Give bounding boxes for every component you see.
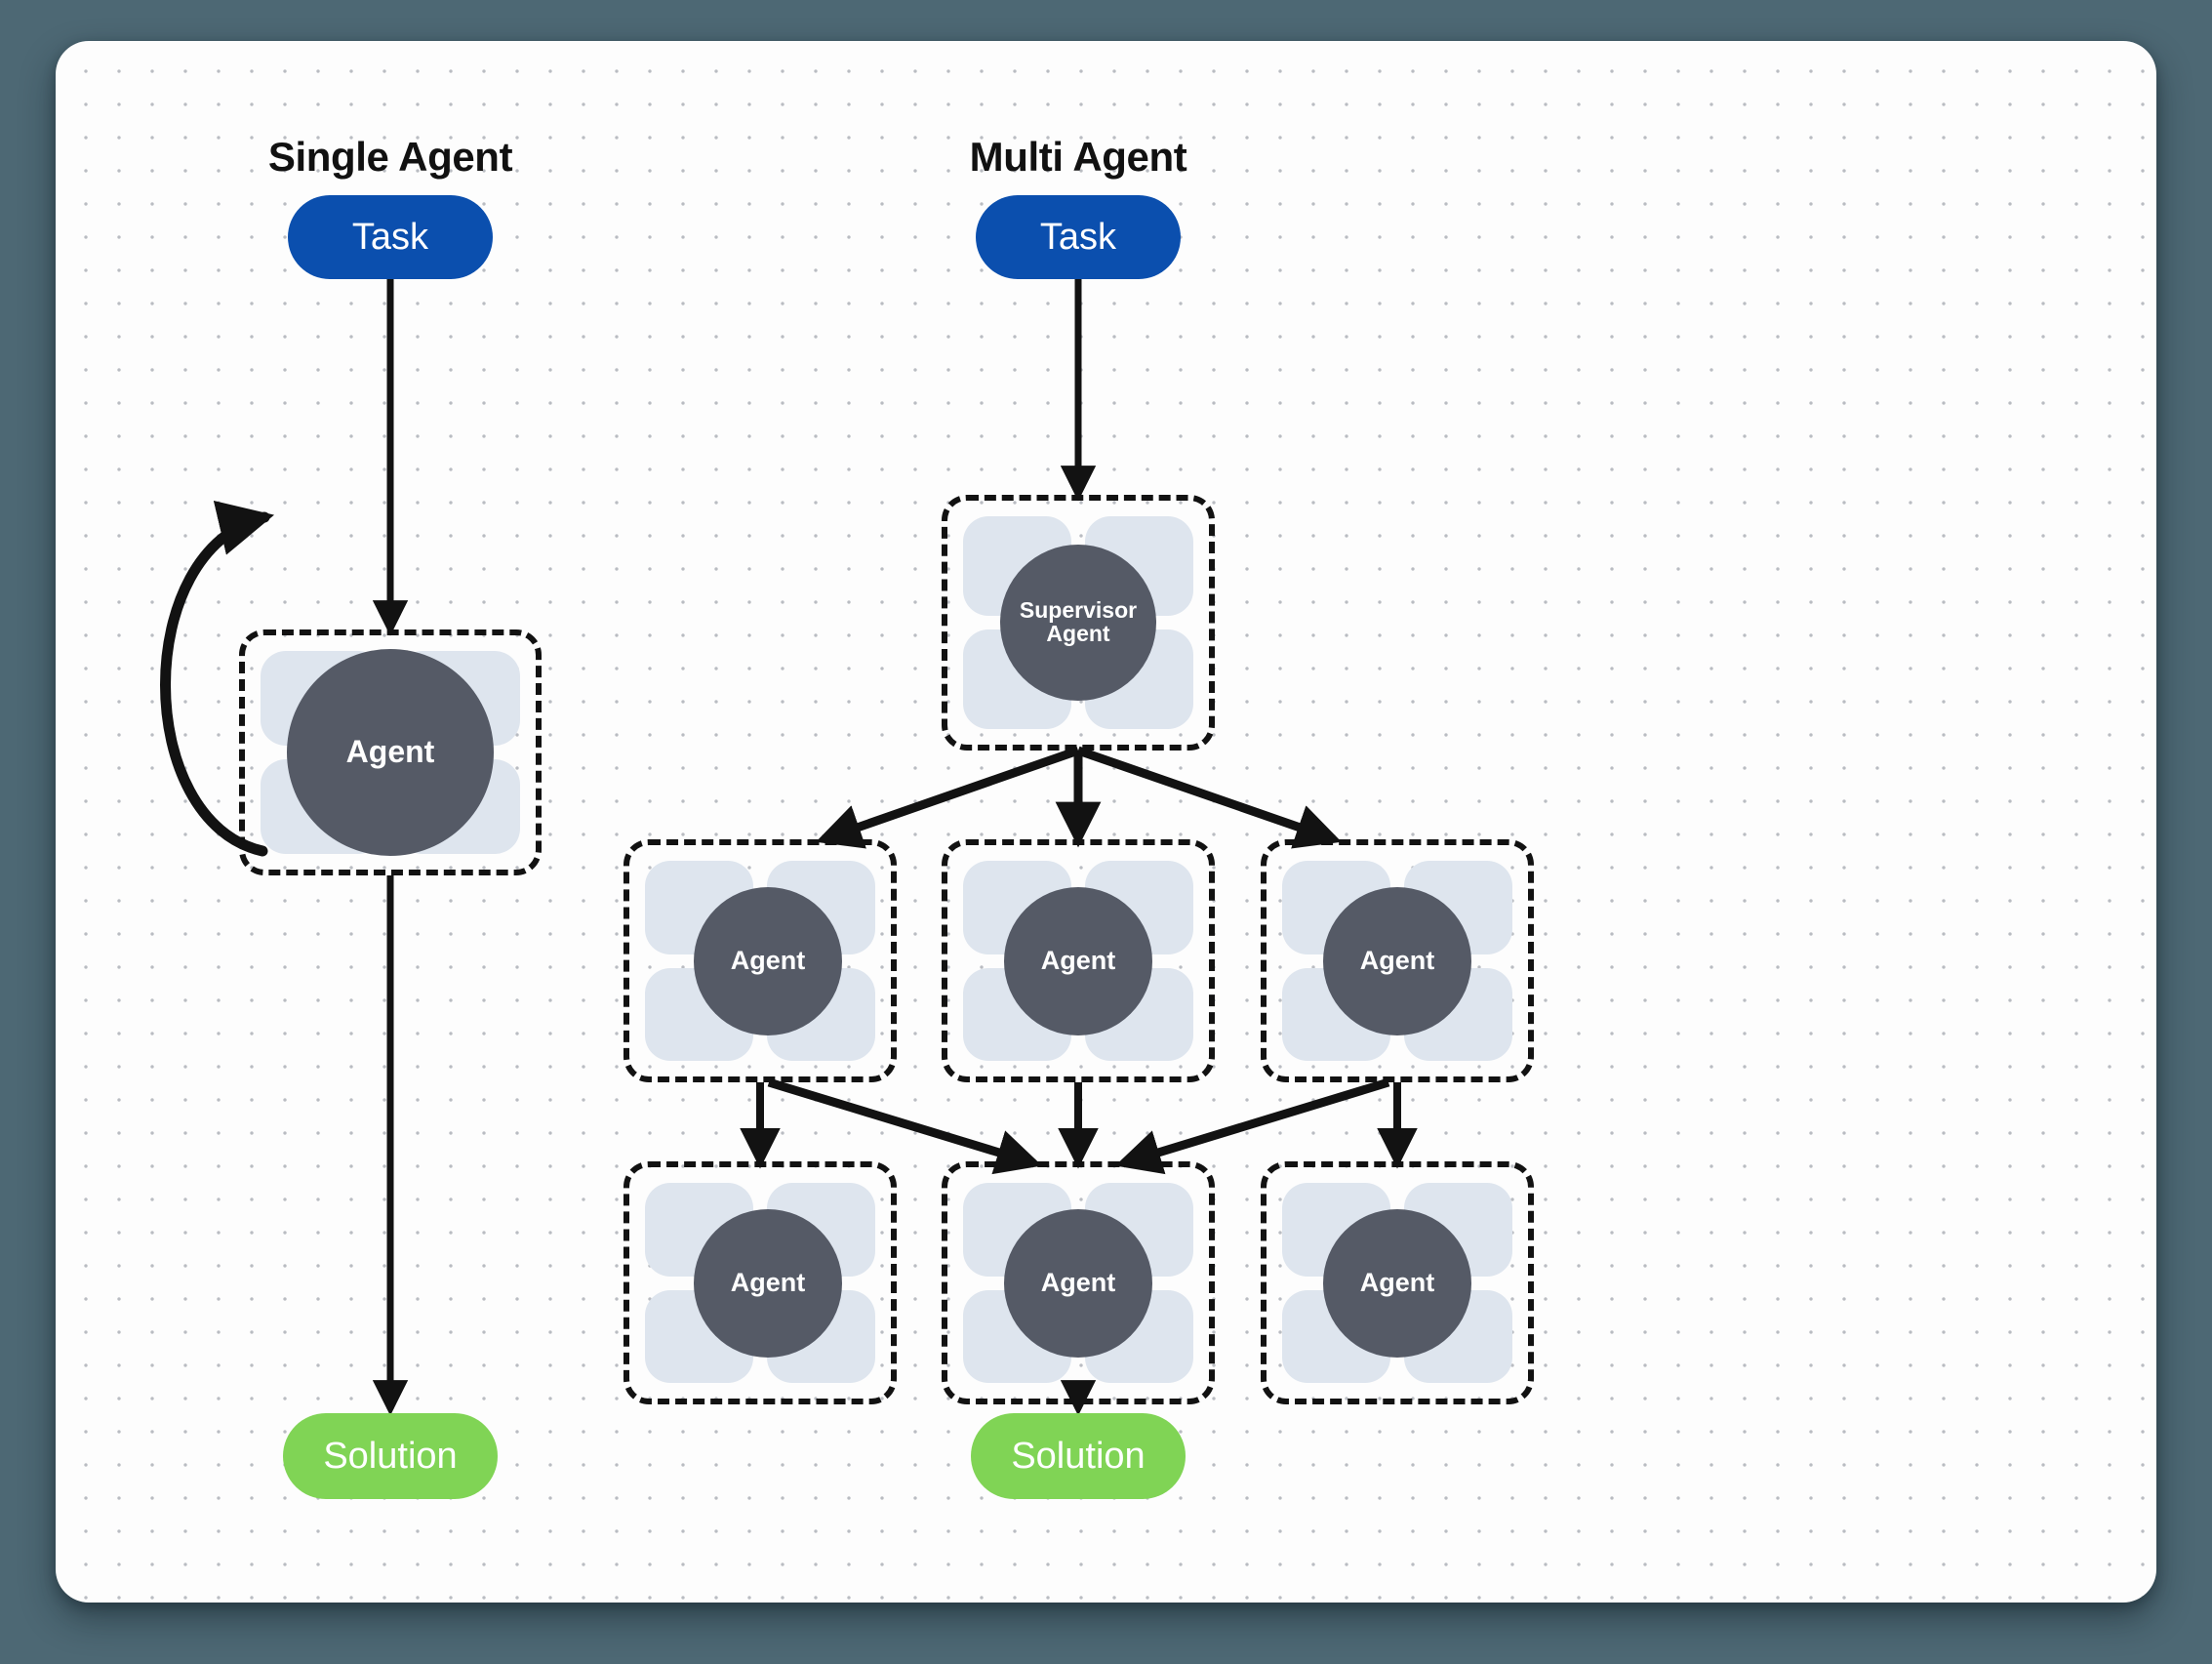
node-solution-single-label: Solution bbox=[323, 1435, 458, 1477]
agent-circle-mid-3: Agent bbox=[1323, 886, 1471, 1035]
edge-supervisor-to-agent-1 bbox=[816, 746, 1080, 849]
agent-circle-bot-2: Agent bbox=[1004, 1208, 1152, 1358]
agent-circle-mid-2: Agent bbox=[1004, 886, 1152, 1035]
node-agent-bot-1[interactable]: Agent bbox=[623, 1161, 897, 1404]
node-agent-single[interactable]: Agent bbox=[239, 629, 542, 875]
node-agent-bot-2[interactable]: Agent bbox=[942, 1161, 1215, 1404]
node-task-multi-label: Task bbox=[1039, 216, 1117, 258]
node-task-single-label: Task bbox=[351, 216, 429, 258]
edge-layer bbox=[160, 279, 1418, 1416]
supervisor-label-line1: Supervisor bbox=[1019, 597, 1138, 624]
agent-circle-bot-1-label: Agent bbox=[730, 1268, 806, 1298]
node-agent-mid-2[interactable]: Agent bbox=[942, 839, 1215, 1082]
agent-circle-mid-1-label: Agent bbox=[730, 946, 806, 976]
agent-circle-mid-1: Agent bbox=[694, 886, 843, 1035]
agent-circle-single-label: Agent bbox=[345, 734, 435, 770]
agent-circle-bot-2-label: Agent bbox=[1040, 1268, 1116, 1298]
edge-agent1-to-agent5 bbox=[767, 1077, 1043, 1175]
agent-circle-bot-3-label: Agent bbox=[1359, 1268, 1435, 1298]
node-agent-mid-3[interactable]: Agent bbox=[1261, 839, 1534, 1082]
node-task-single[interactable]: Task bbox=[288, 195, 493, 279]
diagram-card: Single Agent Task Agent Solution Multi A… bbox=[56, 41, 2156, 1603]
node-agent-mid-1[interactable]: Agent bbox=[623, 839, 897, 1082]
agent-circle-mid-2-label: Agent bbox=[1040, 946, 1116, 976]
node-task-multi[interactable]: Task bbox=[976, 195, 1181, 279]
agent-circle-mid-3-label: Agent bbox=[1359, 946, 1435, 976]
panel-title-single-agent: Single Agent bbox=[267, 134, 513, 180]
edge-agent3-to-agent5 bbox=[1114, 1077, 1390, 1175]
node-agent-bot-3[interactable]: Agent bbox=[1261, 1161, 1534, 1404]
node-solution-multi-label: Solution bbox=[1011, 1435, 1146, 1477]
supervisor-label-line2: Agent bbox=[1046, 621, 1110, 646]
agent-circle-bot-1: Agent bbox=[694, 1208, 843, 1358]
edge-agent-self-loop bbox=[160, 501, 275, 857]
edge-supervisor-to-agent-3 bbox=[1076, 746, 1342, 849]
agent-circle-bot-3: Agent bbox=[1323, 1208, 1471, 1358]
node-solution-multi[interactable]: Solution bbox=[971, 1413, 1186, 1499]
node-solution-single[interactable]: Solution bbox=[283, 1413, 498, 1499]
panel-title-multi-agent: Multi Agent bbox=[969, 134, 1187, 180]
agent-circle-single: Agent bbox=[287, 649, 494, 856]
